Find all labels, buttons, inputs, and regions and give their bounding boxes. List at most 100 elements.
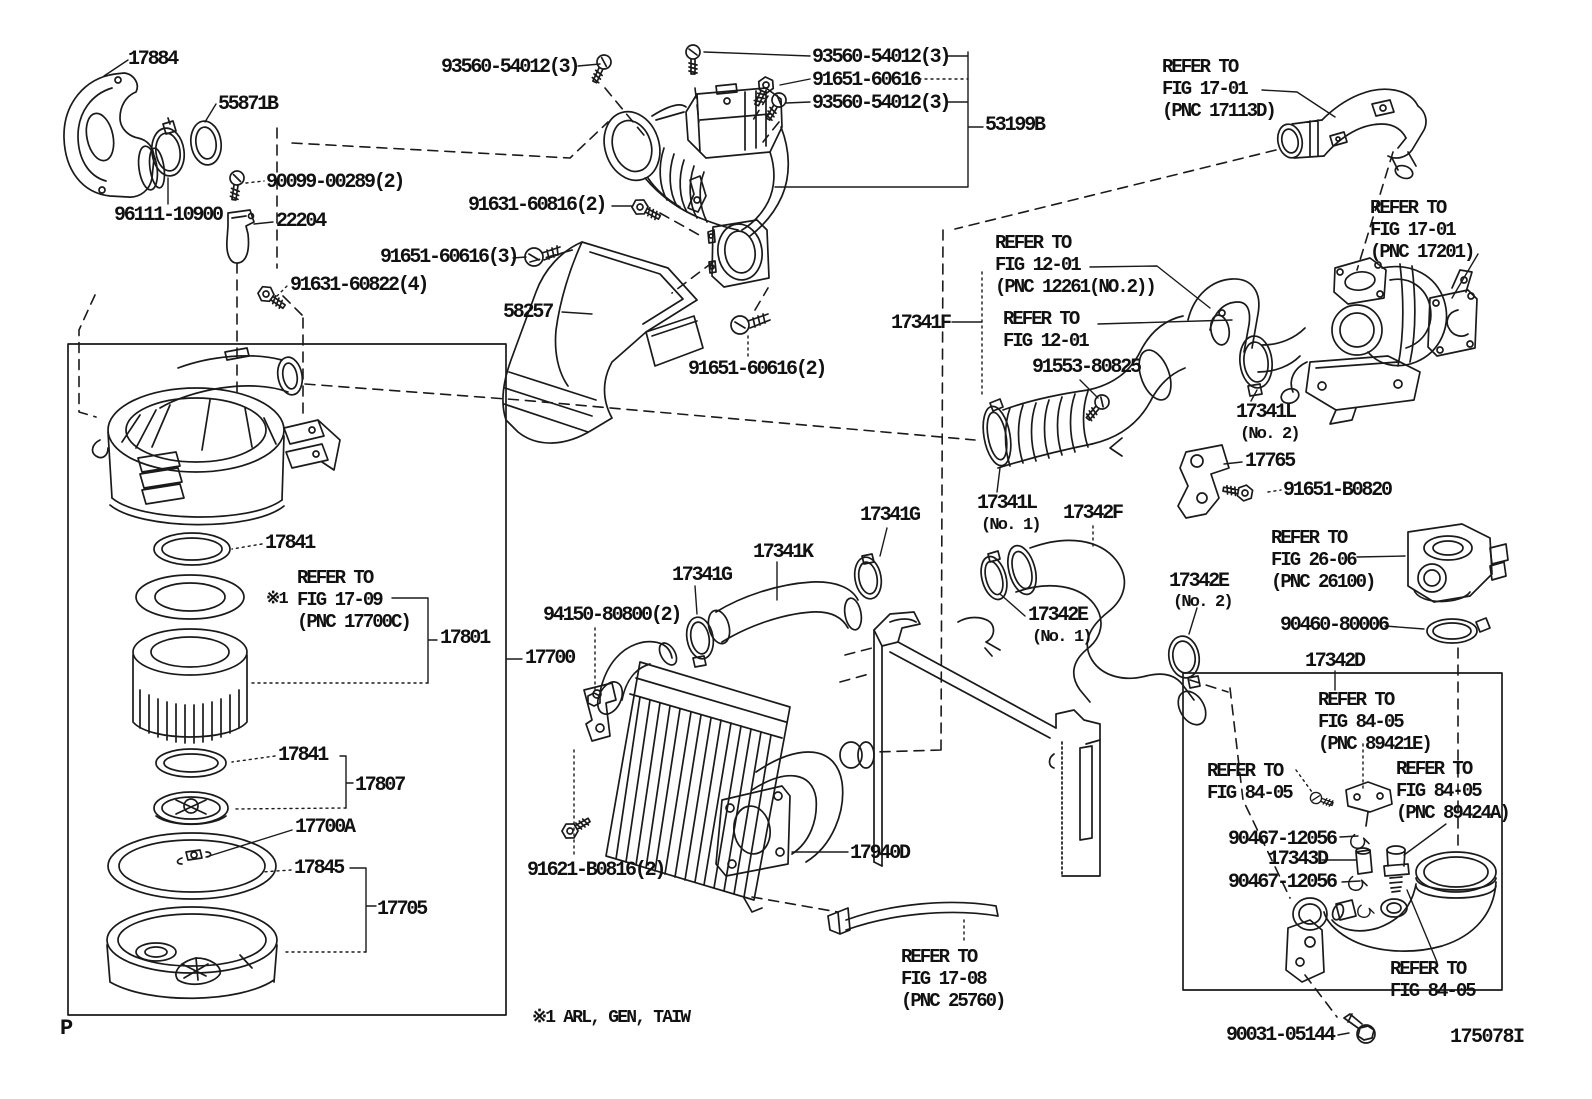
throttle-body-26100 (1407, 523, 1509, 603)
part-17884[interactable]: 17884 (128, 48, 179, 71)
air-cleaner-housing-17700 (91, 347, 341, 526)
intercooler-17940D (583, 661, 844, 913)
part-17342E-2[interactable]: 17342E (1169, 570, 1230, 593)
part-93560-54012-c[interactable]: 93560-54012(3) (812, 92, 951, 115)
part-17841-a[interactable]: 17841 (265, 532, 316, 555)
part-17700A[interactable]: 17700A (295, 816, 356, 839)
part-58257[interactable]: 58257 (503, 301, 554, 324)
part-91651-60616-c[interactable]: 91651-60616(2) (688, 358, 827, 381)
bolt-90031-05144-icon (1343, 1013, 1376, 1044)
air-cleaner-box (67, 343, 507, 1016)
construction-dashes (78, 87, 1459, 1018)
case-17705 (106, 906, 278, 1000)
screw-91651-60616-c-icon (730, 313, 771, 335)
turbo-pipe-17113D (1276, 88, 1427, 180)
part-93560-54012-a[interactable]: 93560-54012(3) (441, 56, 580, 79)
part-91651-60616-a[interactable]: 91651-60616 (812, 69, 922, 92)
note-ast-1: ※1 (266, 590, 289, 609)
part-17845[interactable]: 17845 (294, 857, 345, 880)
part-90467-12056-b[interactable]: 90467-12056 (1228, 871, 1338, 894)
part-17341L-1[interactable]: 17341L (977, 492, 1038, 515)
ref-fig84-05-d[interactable]: REFER TO FIG 84-05 (1390, 958, 1477, 1002)
bracket-17765 (1177, 444, 1230, 519)
ref-fig17-01-a[interactable]: REFER TO FIG 17-01 (PNC 17113D) (1162, 56, 1277, 122)
clamp-90460-80006 (1426, 617, 1491, 644)
ref-fig12-01-b[interactable]: REFER TO FIG 12-01 (1003, 308, 1090, 352)
turbocharger-17201 (1280, 257, 1478, 425)
ref-fig26-06[interactable]: REFER TO FIG 26-06 (PNC 26100) (1271, 527, 1376, 593)
cover-17845 (107, 832, 277, 900)
ref-fig17-08[interactable]: REFER TO FIG 17-08 (PNC 25760) (901, 946, 1006, 1012)
part-91631-60816[interactable]: 91631-60816(2) (468, 194, 607, 217)
clamp-96111-10900 (150, 117, 186, 177)
part-55871B[interactable]: 55871B (218, 93, 279, 116)
filter-element-17801 (132, 628, 248, 744)
intake-hose-53199B (603, 83, 790, 288)
plate-17807 (153, 791, 229, 825)
intake-duct-17884 (63, 72, 166, 198)
part-53199B[interactable]: 53199B (985, 114, 1046, 137)
sensor-22204 (226, 209, 255, 264)
part-96111-10900[interactable]: 96111-10900 (114, 204, 224, 227)
part-17342D[interactable]: 17342D (1305, 650, 1366, 673)
ref-fig84-05-c[interactable]: REFER TO FIG 84-05 (PNC 89424A) (1396, 758, 1511, 824)
part-17341G-a[interactable]: 17341G (860, 504, 921, 527)
part-17807[interactable]: 17807 (355, 774, 406, 797)
part-91621-B0816[interactable]: 91621-B0816(2) (527, 859, 666, 882)
part-17700[interactable]: 17700 (525, 647, 576, 670)
ring-55871B (189, 120, 223, 166)
part-17343D[interactable]: 17343D (1268, 848, 1329, 871)
part-17341L-2[interactable]: 17341L (1236, 401, 1297, 424)
radiator (839, 611, 1101, 877)
ref-fig17-01-b[interactable]: REFER TO FIG 17-01 (PNC 17201) (1370, 197, 1475, 263)
dotted-leaders (231, 78, 1364, 953)
clamp-17341G-right (853, 553, 883, 600)
part-17342E-1[interactable]: 17342E (1028, 604, 1089, 627)
part-17341K[interactable]: 17341K (753, 541, 814, 564)
page-corner-mark: P (60, 1016, 74, 1041)
part-17940D[interactable]: 17940D (850, 842, 911, 865)
part-91651-60616-b[interactable]: 91651-60616(3) (380, 246, 519, 269)
diagram-number: 175078I (1450, 1026, 1525, 1049)
gasket-17841-lower (155, 748, 227, 778)
part-17342F[interactable]: 17342F (1063, 502, 1124, 525)
ref-fig17-09[interactable]: REFER TO FIG 17-09 (PNC 17700C) (297, 567, 412, 633)
part-90467-12056-a[interactable]: 90467-12056 (1228, 828, 1338, 851)
part-17341F[interactable]: 17341F (891, 312, 952, 335)
ring-plate (135, 574, 245, 620)
note-17341L-2: (No. 2) (1240, 425, 1301, 444)
part-91651-B0820[interactable]: 91651-B0820 (1283, 479, 1393, 502)
clamp-17342E-1 (980, 550, 1008, 601)
part-90031-05144[interactable]: 90031-05144 (1226, 1024, 1336, 1047)
box-parts-17342D (1285, 781, 1497, 983)
ref-fig84-05-b[interactable]: REFER TO FIG 84-05 (1207, 760, 1294, 804)
gasket-17841-upper (153, 532, 231, 566)
part-91553-80825[interactable]: 91553-80825 (1032, 356, 1142, 379)
detail-box-17342D (1182, 672, 1503, 991)
ref-fig12-01-a[interactable]: REFER TO FIG 12-01 (PNC 12261(NO.2)) (995, 232, 1157, 298)
part-17841-b[interactable]: 17841 (278, 744, 329, 767)
ref-fig84-05-a[interactable]: REFER TO FIG 84-05 (PNC 89421E) (1318, 689, 1433, 755)
part-17341G-b[interactable]: 17341G (672, 564, 733, 587)
note-17342E-2: (No. 2) (1173, 593, 1234, 612)
part-94150-80800[interactable]: 94150-80800(2) (543, 604, 682, 627)
part-17765[interactable]: 17765 (1245, 450, 1296, 473)
part-91631-60822[interactable]: 91631-60822(4) (290, 274, 429, 297)
part-90460-80006[interactable]: 90460-80006 (1280, 614, 1390, 637)
leader-lines (103, 51, 1479, 1036)
part-22204[interactable]: 22204 (276, 210, 327, 233)
part-90099-00289[interactable]: 90099-00289(2) (266, 171, 405, 194)
part-93560-54012-b[interactable]: 93560-54012(3) (812, 46, 951, 69)
note-17342E-1: (No. 1) (1032, 628, 1093, 647)
inlet-duct-58257 (501, 241, 704, 444)
pipe-25760 (827, 901, 999, 935)
part-17801[interactable]: 17801 (440, 627, 491, 650)
part-17705[interactable]: 17705 (377, 898, 428, 921)
hose-17341K (596, 581, 863, 715)
hose-17342F (1007, 539, 1207, 726)
air-hose-17341F (982, 278, 1306, 469)
clamp-17341G-left (685, 616, 715, 668)
